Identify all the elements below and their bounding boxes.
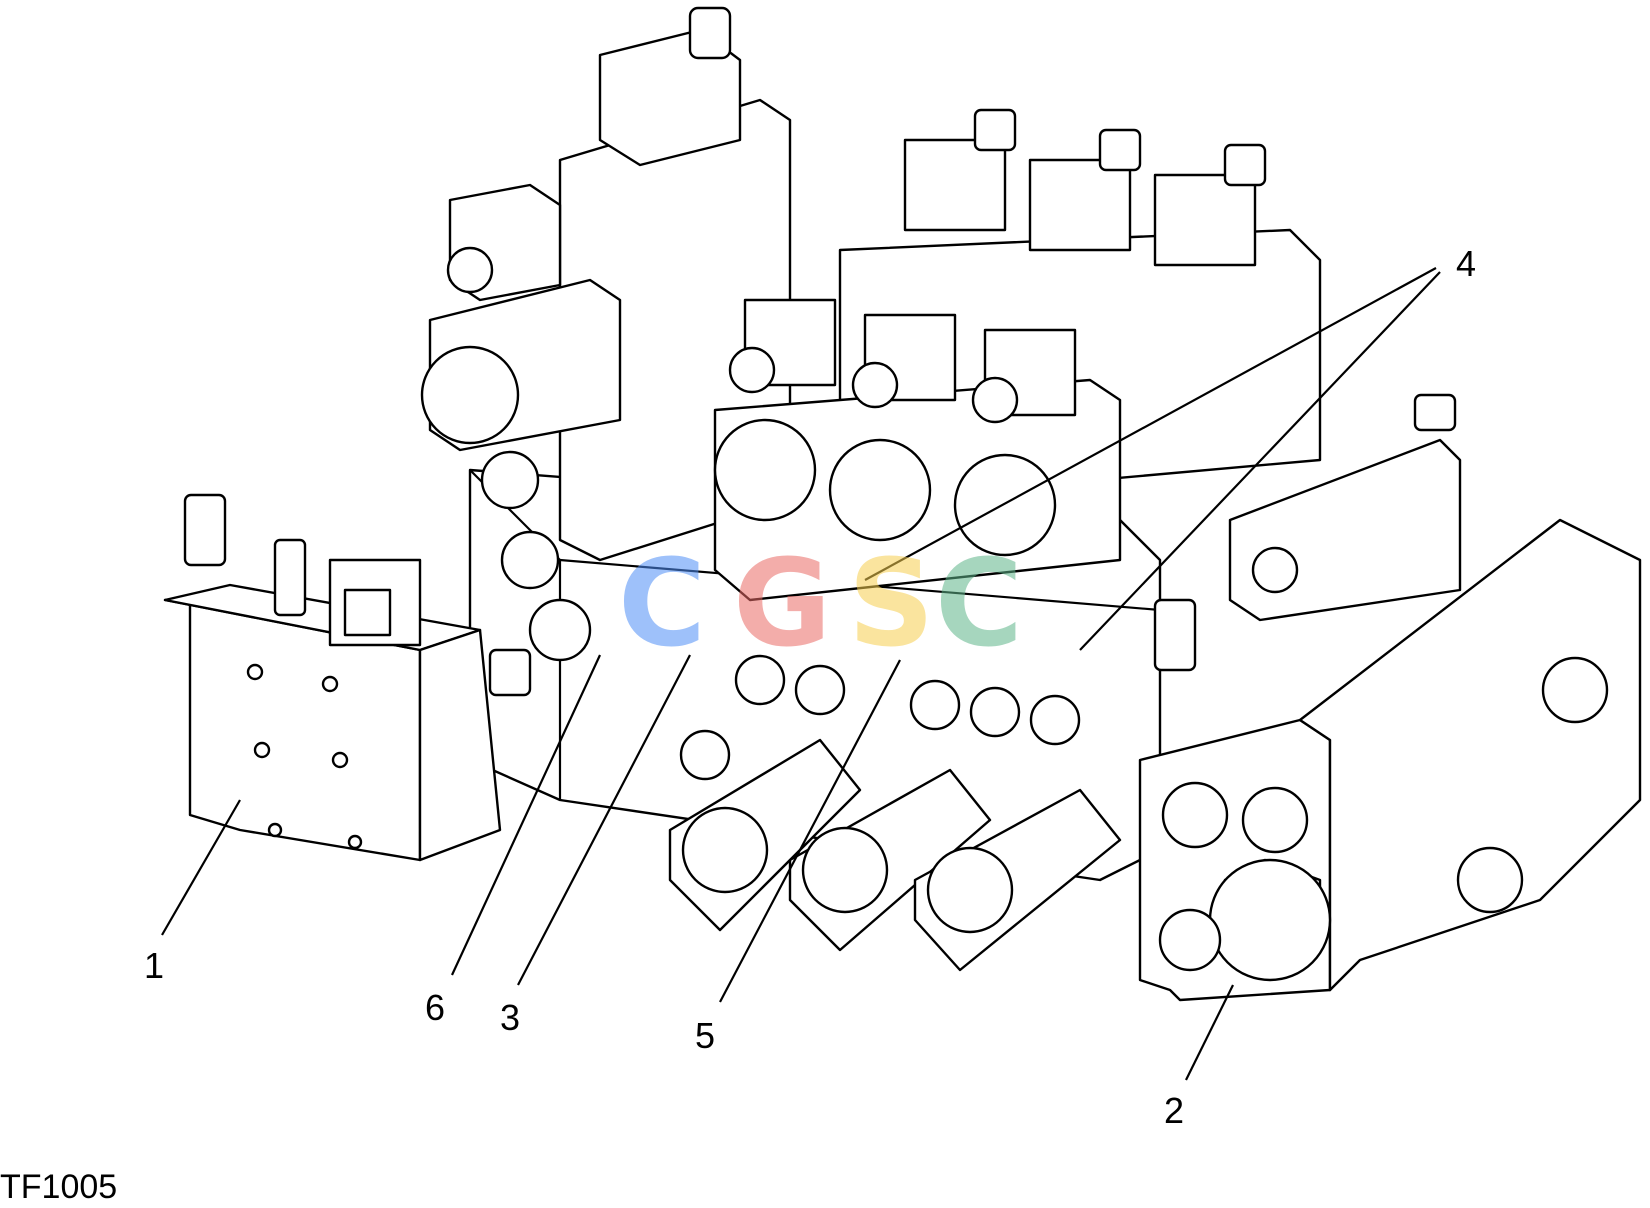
callout-3: 3 (500, 997, 521, 1038)
middle-solenoid-row (713, 298, 1122, 602)
callout-4: 4 (1456, 243, 1477, 284)
watermark-letter-4: C (935, 535, 1024, 674)
lower-solenoid-row (668, 738, 1122, 972)
left-relief-block (163, 493, 502, 862)
callout-2: 2 (1164, 1090, 1185, 1131)
leader-line-6 (451, 654, 601, 976)
fitting-row (679, 654, 1081, 781)
figure-code: TF1005 (0, 1168, 118, 1206)
callout-5: 5 (695, 1015, 716, 1056)
watermark-letter-3: S (848, 535, 935, 674)
leader-line-4b (1079, 271, 1441, 651)
callout-6: 6 (425, 987, 446, 1028)
leader-lines (161, 267, 1441, 1081)
leader-line-1 (161, 799, 241, 936)
watermark-letter-2: G (733, 535, 832, 674)
right-end-block (1138, 393, 1642, 1002)
leader-line-4a (864, 267, 1437, 581)
leader-line-5 (719, 659, 901, 1003)
leader-line-2 (1185, 984, 1234, 1081)
leader-line-3 (517, 654, 691, 986)
callout-1: 1 (144, 945, 165, 986)
watermark-letter-1: C (618, 535, 707, 674)
